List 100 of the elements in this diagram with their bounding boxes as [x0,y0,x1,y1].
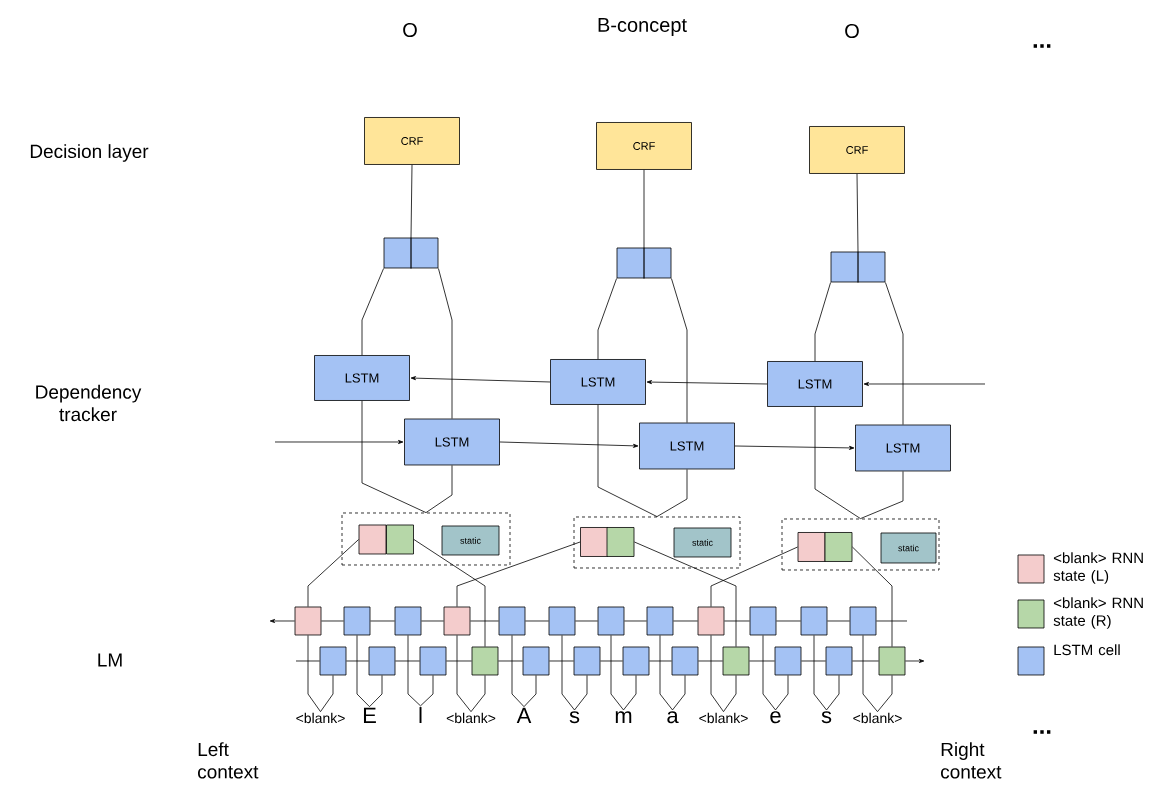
connector [456,635,472,713]
lstm-cell [419,646,447,676]
lstm-box: LSTM [767,361,863,407]
arrow [499,441,639,448]
arrow [274,440,404,444]
connector [814,406,861,519]
connector [361,400,427,513]
connector [597,404,658,517]
connector [862,635,878,713]
connector [307,539,359,607]
lstm-cell [394,606,422,636]
connector [852,546,893,647]
crf-box: CRF [596,122,692,170]
lstm-cell [368,646,396,676]
legend-label: LSTM cell [1054,644,1120,656]
arrow [734,445,855,450]
arrow [905,659,925,663]
connector [307,635,321,713]
static-box: static [673,527,732,558]
connector [749,660,775,662]
lstm-cell [646,606,674,636]
token-label: s [821,711,832,724]
connector [860,471,904,519]
lstm-cell [622,646,650,676]
connector [361,268,384,356]
connector [446,660,472,662]
connector [295,660,320,662]
connector [877,675,893,713]
connector [856,173,859,252]
state-cell [443,606,471,636]
connector [498,660,523,662]
connector [852,660,879,662]
connector [425,465,453,513]
connector [634,541,737,647]
lstm-cell [800,606,828,636]
connector [523,675,537,708]
static-box: static [880,532,937,564]
connector [673,620,698,622]
connector [801,660,826,662]
state-cell [606,527,635,557]
row-label: LM [98,653,122,667]
connector [470,675,486,713]
connector [649,660,672,662]
token-label: m [615,711,632,723]
state-cell [697,606,725,636]
context-label: Right context [941,742,1002,779]
row-label: Dependency tracker [36,384,142,422]
arrow [410,376,551,383]
connector [724,620,750,622]
split-box [830,251,886,283]
connector [356,635,370,708]
output-label: O [403,22,417,38]
state-cell [824,532,853,562]
connector [610,635,624,711]
connector [775,675,789,711]
token-label: s [569,711,580,724]
arrow [646,380,768,385]
connector [776,620,801,622]
connector [710,546,798,607]
connector [574,675,588,711]
lstm-cell [319,646,347,676]
arrow [269,619,295,623]
lstm-cell [597,606,625,636]
connector [723,675,737,713]
connector [456,541,581,607]
lstm-cell [573,646,601,676]
split-box [383,237,439,269]
crf-box: CRF [809,126,905,174]
connector [698,660,723,662]
token-label: l [419,707,422,723]
token-label: e [770,711,781,724]
connector [420,675,434,707]
ellipsis: ... [1033,44,1051,48]
connector [407,635,421,707]
connector [826,675,840,711]
connector [762,635,776,711]
lstm-cell [498,606,526,636]
token-label: A [516,707,532,723]
connector [511,635,525,708]
token-label: <blank> [446,712,496,724]
token-label: <blank> [853,712,902,724]
connector [369,675,383,708]
dashed-group-box [341,512,511,566]
lstm-box: LSTM [404,418,500,466]
connector [575,620,598,622]
state-cell [878,646,906,676]
connector [643,169,645,248]
dashed-group-box [573,516,741,569]
legend-label: <blank> RNN state (R) [1053,597,1143,629]
output-label: O [845,23,859,39]
state-cell [722,646,750,676]
connector [395,660,420,662]
state-cell [797,532,826,562]
lstm-cell [671,646,699,676]
state-cell [471,646,499,676]
state-cell [294,606,322,636]
context-label: Left context [198,742,259,779]
connector [413,539,486,647]
lstm-box: LSTM [639,422,735,470]
connector [549,660,574,662]
